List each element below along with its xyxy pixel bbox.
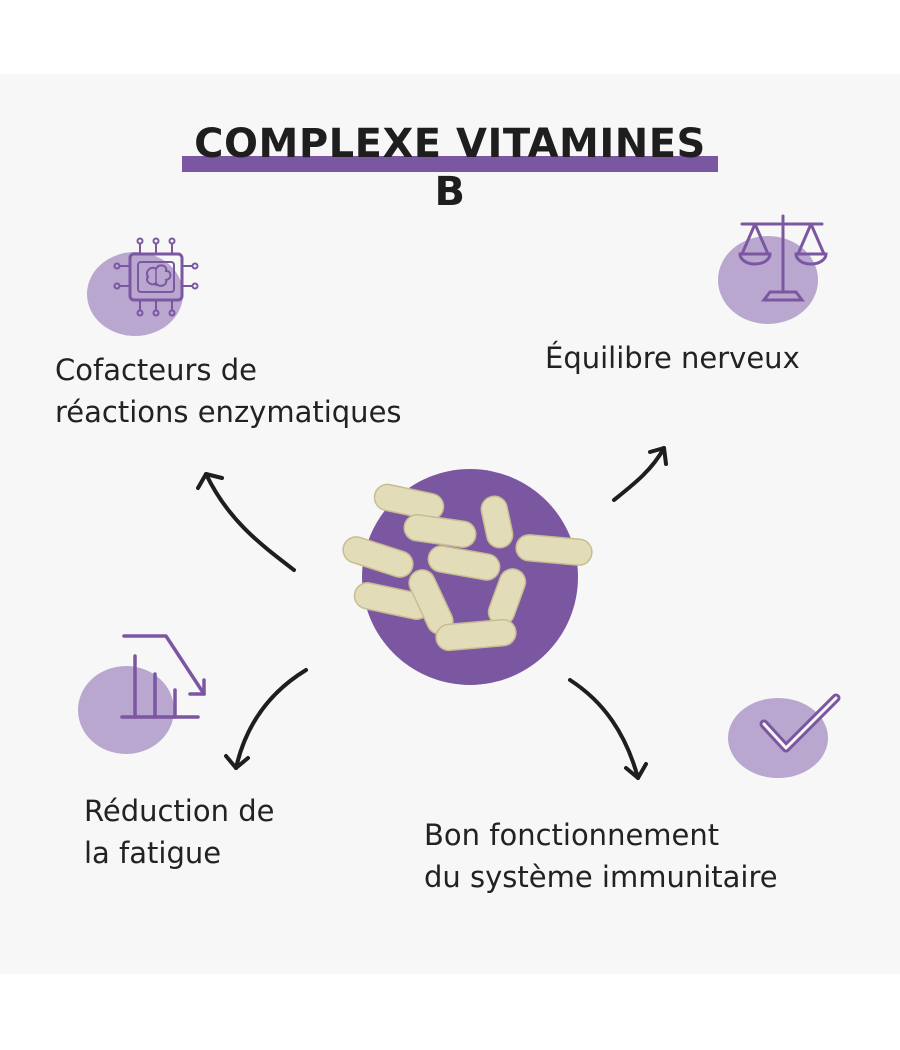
page-title: COMPLEXE VITAMINES B	[194, 121, 706, 215]
arrow-top-left	[204, 472, 296, 572]
infographic-panel: COMPLEXE VITAMINES B Cofacteurs de réact…	[0, 74, 900, 974]
benefit-line: Réduction de	[84, 794, 275, 828]
arrow-top-right	[612, 446, 666, 502]
benefit-immune: Bon fonctionnement du système immunitair…	[424, 814, 778, 898]
brain-chip-icon	[87, 237, 199, 336]
benefit-fatigue: Réduction de la fatigue	[84, 790, 274, 874]
title-underline	[182, 156, 718, 172]
benefit-line: Cofacteurs de	[55, 353, 258, 387]
capsules-image	[342, 469, 593, 685]
arrow-bottom-left	[234, 668, 308, 770]
benefit-line: Bon fonctionnement	[424, 818, 720, 852]
benefit-line: la fatigue	[84, 836, 222, 870]
arrow-bottom-right	[568, 678, 640, 780]
arrows	[196, 446, 668, 780]
benefit-cofactors: Cofacteurs de réactions enzymatiques	[55, 349, 402, 433]
benefit-line: du système immunitaire	[424, 860, 778, 894]
arrow-top-left-head	[196, 472, 224, 490]
benefit-nervous-balance: Équilibre nerveux	[545, 337, 800, 379]
title-block: COMPLEXE VITAMINES B	[182, 120, 718, 215]
arrow-top-right-head	[648, 446, 668, 466]
benefit-line: Équilibre nerveux	[545, 341, 800, 375]
benefit-line: réactions enzymatiques	[55, 395, 402, 429]
arrow-bottom-left-head	[224, 754, 250, 770]
checkmark-icon	[728, 693, 841, 778]
infographic-artwork	[78, 214, 841, 780]
arrow-bottom-right-head	[624, 762, 648, 780]
balance-scale-icon	[718, 214, 828, 324]
declining-chart-icon	[78, 634, 206, 754]
